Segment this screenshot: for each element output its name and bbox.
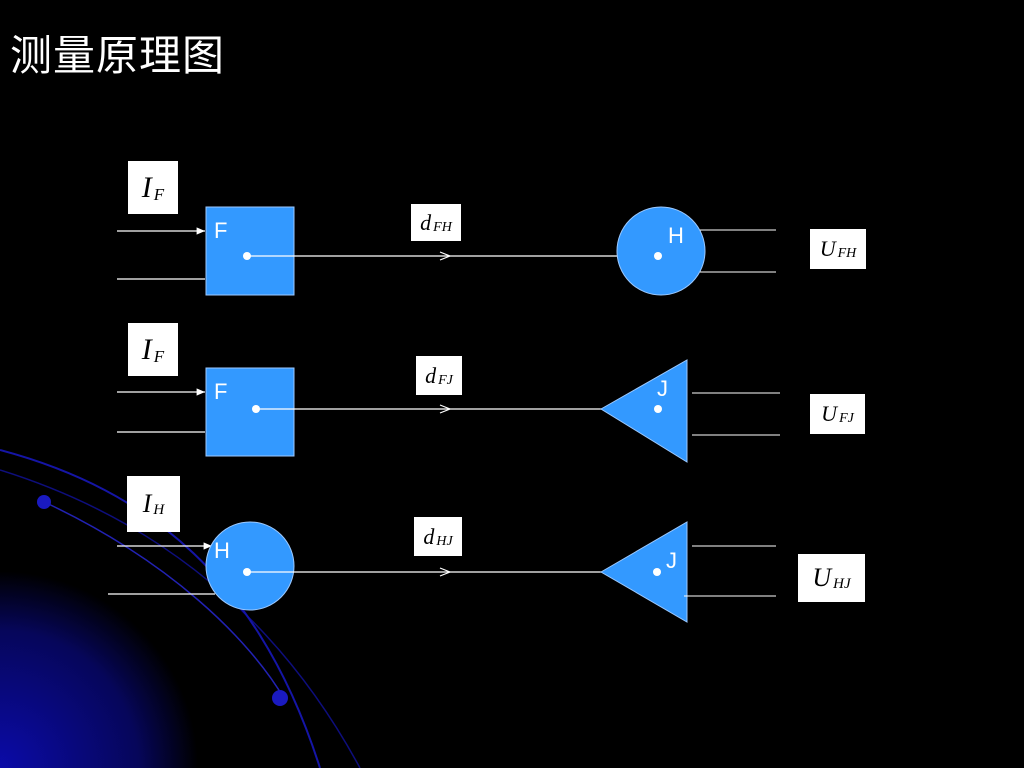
receiver-point-1	[654, 252, 662, 260]
transmitter-point-1	[243, 252, 251, 260]
distance-arrowhead-1	[439, 251, 452, 261]
transmitter-square-2	[205, 367, 295, 457]
distance-arrowhead-2	[439, 404, 452, 414]
transmitter-circle-3	[205, 521, 295, 611]
receiver-letter-3: J	[666, 548, 677, 573]
transmitter-point-2	[252, 405, 260, 413]
row-2	[117, 359, 780, 463]
distance-arrowhead-3	[439, 567, 452, 577]
receiver-letter-1: H	[668, 223, 684, 248]
slide-title: 测量原理图	[10, 31, 226, 80]
row-1	[117, 206, 776, 296]
receiver-triangle-3	[600, 521, 688, 623]
receiver-point-2	[654, 405, 662, 413]
row-3	[108, 521, 776, 623]
transmitter-letter-3: H	[214, 538, 230, 563]
receiver-letter-2: J	[657, 376, 668, 401]
transmitter-letter-1: F	[214, 218, 228, 243]
transmitter-letter-2: F	[214, 379, 228, 404]
receiver-triangle-2	[600, 359, 688, 463]
transmitter-square-1	[205, 206, 295, 296]
receiver-circle-1	[616, 206, 706, 296]
transmitter-point-3	[243, 568, 251, 576]
receiver-point-3	[653, 568, 661, 576]
